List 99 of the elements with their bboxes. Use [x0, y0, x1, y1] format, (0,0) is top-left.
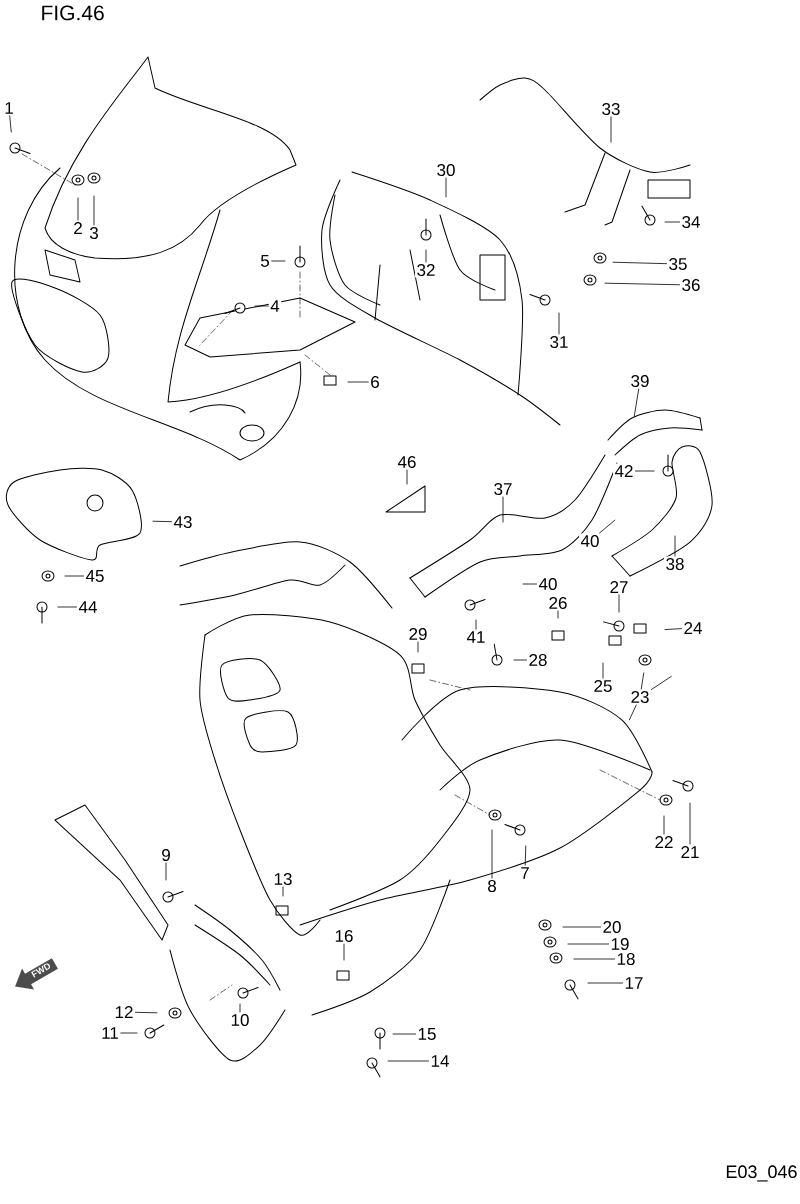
leader-line: [57, 606, 77, 608]
leader-line: [343, 943, 345, 961]
leader-line: [524, 845, 527, 866]
callout-number: 3: [87, 225, 101, 241]
leader-line: [663, 815, 665, 835]
callout-number: 42: [613, 463, 635, 479]
callout-number: 29: [407, 626, 429, 642]
leader-line: [271, 260, 286, 262]
callout-number: 36: [680, 277, 702, 293]
leader-line: [573, 958, 615, 960]
callout-number: 10: [229, 1012, 251, 1028]
leader-line: [9, 115, 12, 133]
leader-line: [635, 470, 655, 472]
leader-line: [664, 628, 682, 630]
leader-line: [602, 662, 604, 679]
callout-number: 21: [679, 844, 701, 860]
callout-number: 34: [680, 214, 702, 230]
leader-line: [612, 261, 667, 265]
leader-line: [640, 672, 645, 690]
leader-line: [347, 381, 369, 383]
callout-number: 44: [77, 599, 99, 615]
callout-number: 15: [416, 1026, 438, 1042]
callout-number: 37: [492, 481, 514, 497]
callout-number: 9: [159, 847, 173, 863]
leader-line: [567, 943, 609, 945]
figure-title: FIG.46: [42, 5, 104, 21]
callout-number: 19: [609, 936, 631, 952]
callout-number: 11: [99, 1025, 121, 1041]
callout-number: 23: [629, 689, 651, 705]
leader-line: [674, 535, 676, 557]
callout-number: 40: [579, 533, 601, 549]
callout-number: 31: [548, 334, 570, 350]
leader-line: [152, 520, 172, 523]
callout-number: 35: [667, 256, 689, 272]
leader-line: [120, 1032, 138, 1034]
leader-line: [475, 619, 477, 630]
leader-line: [502, 496, 504, 523]
leader-line: [417, 641, 419, 653]
leader-line: [587, 982, 623, 984]
callout-number: 25: [592, 678, 614, 694]
leader-line: [406, 469, 408, 485]
leader-line: [633, 388, 640, 417]
callout-number: 6: [368, 374, 382, 390]
leader-line: [689, 802, 691, 845]
callout-number: 45: [84, 568, 106, 584]
callout-number: 32: [415, 262, 437, 278]
callout-number: 13: [272, 871, 294, 887]
leader-line: [93, 195, 95, 226]
callout-number: 28: [527, 652, 549, 668]
leader-line: [513, 659, 527, 661]
callout-number: 30: [435, 162, 457, 178]
leader-line: [165, 862, 167, 881]
direction-label: FWD: [31, 963, 51, 978]
callout-number: 2: [71, 220, 85, 236]
leader-line: [77, 197, 79, 221]
callout-number: 24: [682, 620, 704, 636]
callout-number: 8: [485, 878, 499, 894]
leader-line: [254, 305, 269, 307]
callout-number: 4: [268, 298, 282, 314]
callout-number: 38: [664, 556, 686, 572]
leader-line: [64, 575, 84, 577]
callout-number: 14: [429, 1053, 451, 1069]
leader-line: [491, 829, 493, 879]
leader-line: [629, 704, 637, 721]
callout-number: 40: [537, 576, 559, 592]
callout-number: 18: [615, 951, 637, 967]
leader-line: [618, 594, 620, 613]
callout-number: 20: [601, 919, 623, 935]
callout-number: 41: [465, 629, 487, 645]
leader-line: [522, 583, 537, 585]
leader-line: [599, 519, 616, 534]
leader-line: [558, 312, 560, 335]
callout-number: 1: [2, 100, 16, 116]
callout-number: 7: [518, 865, 532, 881]
callout-number: 39: [629, 373, 651, 389]
callout-number: 43: [172, 514, 194, 530]
callout-number: 27: [608, 579, 630, 595]
callout-number: 5: [258, 253, 272, 269]
leader-line: [610, 116, 612, 143]
leader-line: [562, 926, 601, 928]
drawing-code: E03_046: [726, 1165, 797, 1182]
leader-line: [664, 221, 680, 223]
leader-line: [392, 1033, 416, 1035]
leader-line: [239, 1003, 241, 1013]
callout-number: 33: [600, 101, 622, 117]
leader-line: [445, 177, 447, 198]
callout-number: 46: [396, 454, 418, 470]
leader-line: [557, 610, 559, 619]
leader-line: [425, 249, 427, 263]
leader-line: [387, 1060, 429, 1062]
callout-number: 22: [653, 834, 675, 850]
leader-line: [604, 282, 680, 286]
callout-number: 12: [113, 1004, 135, 1020]
callout-number: 26: [547, 595, 569, 611]
callout-number: 16: [333, 928, 355, 944]
leader-line: [282, 886, 284, 897]
leader-line: [135, 1011, 158, 1014]
leader-line: [651, 676, 672, 690]
callout-number: 17: [623, 975, 645, 991]
